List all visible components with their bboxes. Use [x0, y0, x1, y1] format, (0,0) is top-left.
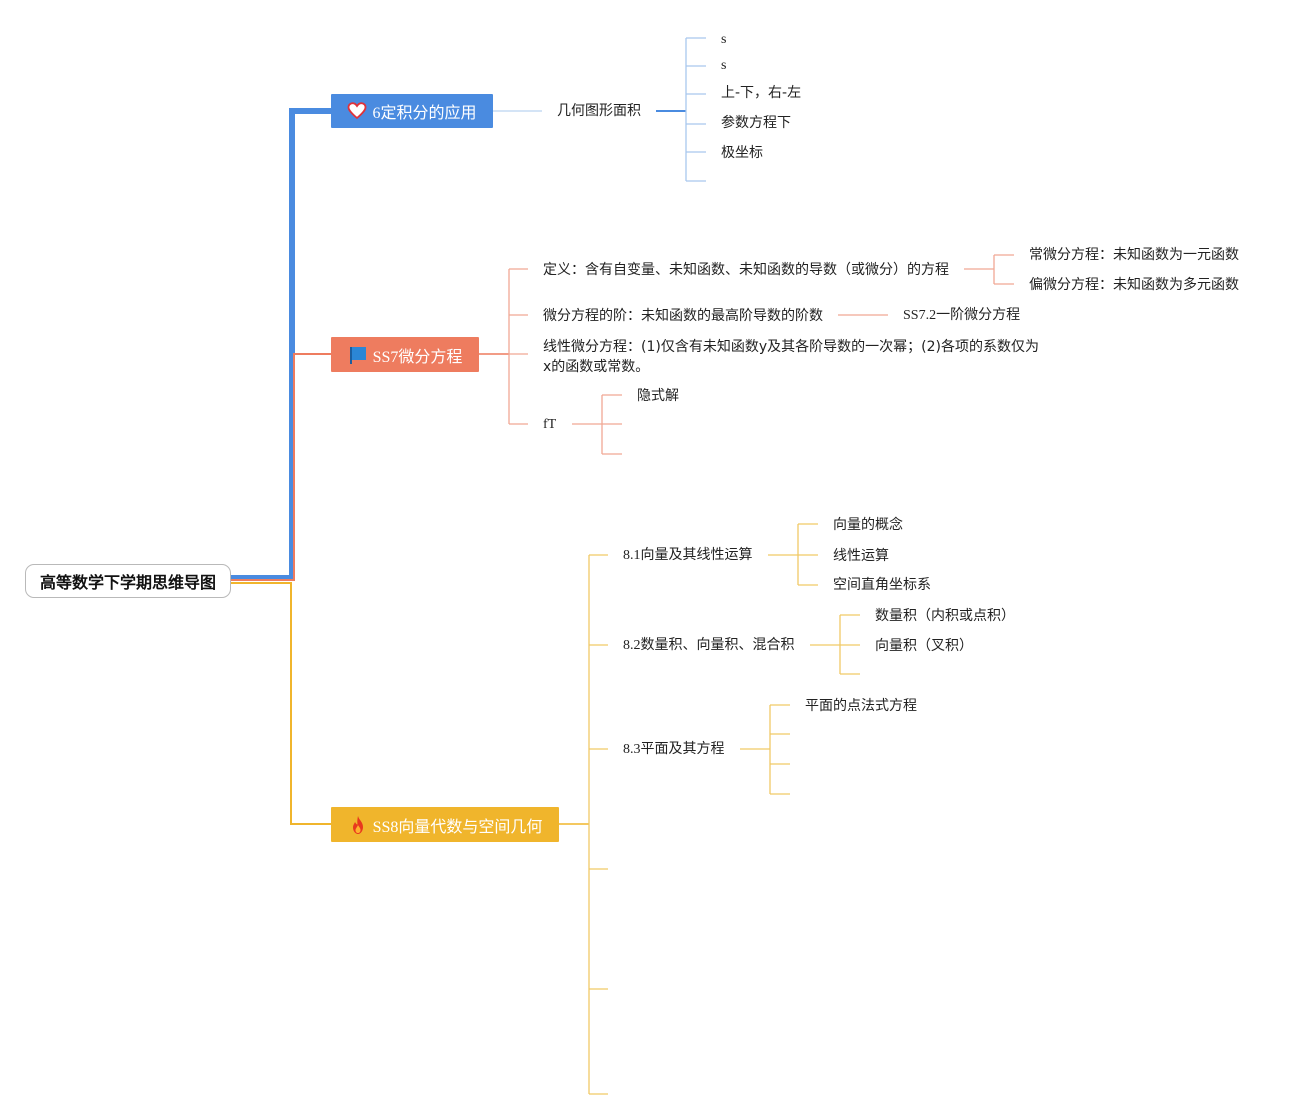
trunk-blue [231, 108, 331, 581]
node-leaf[interactable]: 参数方程下 [721, 115, 791, 131]
b2-c1-link [964, 254, 1014, 285]
node-leaf[interactable]: 上-下，右-左 [721, 85, 802, 101]
node-coordinate-system[interactable]: 空间直角坐标系 [833, 577, 931, 593]
node-order[interactable]: 微分方程的阶：未知函数的最高阶导数的阶数 [543, 308, 823, 324]
b2-bracket [508, 268, 528, 425]
root-node[interactable]: 高等数学下学期思维导图 [25, 564, 231, 598]
branch-differential-equations[interactable]: SS7微分方程 [331, 337, 479, 372]
b3-c3-bracket [740, 704, 790, 795]
branch-label: SS8向量代数与空间几何 [372, 818, 543, 836]
node-ft[interactable]: fT [543, 417, 557, 432]
branch-vector-algebra[interactable]: SS8向量代数与空间几何 [331, 807, 559, 842]
node-dot-product[interactable]: 数量积（内积或点积） [875, 608, 1015, 624]
b2-c4-link [572, 394, 622, 455]
node-point-normal-form[interactable]: 平面的点法式方程 [805, 698, 917, 714]
branch-label: 6定积分的应用 [372, 105, 477, 122]
b1-bracket [685, 37, 706, 182]
trunk-orange [231, 353, 331, 581]
node-products[interactable]: 8.2数量积、向量积、混合积 [623, 638, 795, 653]
node-leaf[interactable]: s [721, 32, 727, 47]
flag-icon [348, 345, 368, 365]
node-vector-concept[interactable]: 向量的概念 [833, 517, 903, 533]
node-definition[interactable]: 定义：含有自变量、未知函数、未知函数的导数（或微分）的方程 [543, 262, 949, 278]
node-ode[interactable]: 常微分方程：未知函数为一元函数 [1029, 247, 1239, 263]
fire-icon [348, 815, 368, 835]
b3-c2-bracket [810, 614, 860, 675]
branch-definite-integral[interactable]: 6定积分的应用 [331, 94, 493, 128]
node-geometric-area[interactable]: 几何图形面积 [557, 103, 641, 119]
node-linear-de[interactable]: 线性微分方程：(1)仅含有未知函数y及其各阶导数的一次幂；(2)各项的系数仅为x… [543, 339, 1039, 375]
branch-label: SS7微分方程 [372, 348, 463, 366]
node-vectors-linear-ops[interactable]: 8.1向量及其线性运算 [623, 548, 753, 563]
node-pde[interactable]: 偏微分方程：未知函数为多元函数 [1029, 277, 1239, 293]
node-cross-product[interactable]: 向量积（叉积） [875, 638, 973, 654]
node-implicit-solution[interactable]: 隐式解 [637, 388, 679, 404]
node-planes[interactable]: 8.3平面及其方程 [623, 742, 725, 757]
b3-bracket [588, 554, 608, 1095]
node-leaf[interactable]: 极坐标 [721, 145, 763, 161]
trunk-yellow [231, 582, 331, 825]
root-label: 高等数学下学期思维导图 [39, 573, 216, 592]
node-linear-ops[interactable]: 线性运算 [833, 548, 889, 564]
node-first-order-de[interactable]: SS7.2一阶微分方程 [903, 308, 1021, 323]
b3-c1-bracket [768, 523, 818, 586]
node-leaf[interactable]: s [721, 58, 727, 73]
heart-icon [347, 101, 367, 121]
